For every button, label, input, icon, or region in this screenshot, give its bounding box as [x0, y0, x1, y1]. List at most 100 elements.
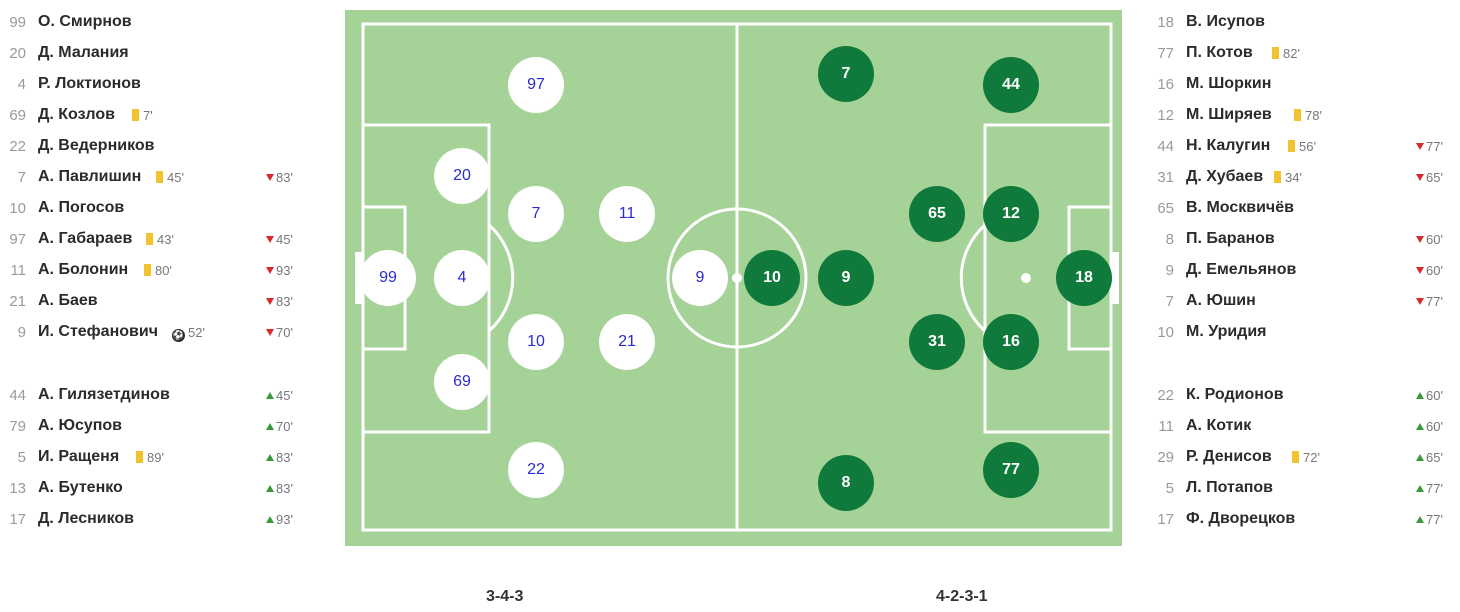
away-player-chip[interactable]: 44	[983, 57, 1039, 113]
arrow-up-icon	[1416, 392, 1424, 399]
player-name[interactable]: Л. Потапов	[1186, 479, 1273, 496]
player-name[interactable]: М. Шоркин	[1186, 75, 1272, 92]
away-player-chip[interactable]: 12	[983, 186, 1039, 242]
player-name[interactable]: Н. Калугин	[1186, 137, 1271, 154]
player-name[interactable]: Д. Лесников	[38, 510, 135, 527]
player-name[interactable]: В. Исупов	[1186, 13, 1266, 30]
home-player-chip[interactable]: 11	[599, 186, 655, 242]
away-player-chip[interactable]: 16	[983, 314, 1039, 370]
away-player-chip[interactable]: 10	[744, 250, 800, 306]
player-name[interactable]: О. Смирнов	[38, 13, 132, 30]
home-player-chip[interactable]: 20	[434, 148, 490, 204]
home-player-chip[interactable]: 97	[508, 57, 564, 113]
sub-minute: 77'	[1426, 139, 1443, 154]
away-starter-row[interactable]: 10 М. Уридия	[1148, 320, 1460, 344]
yellow-card-icon	[1294, 109, 1301, 121]
player-name[interactable]: П. Баранов	[1186, 230, 1275, 247]
home-player-chip[interactable]: 69	[434, 354, 490, 410]
player-name[interactable]: А. Юшин	[1186, 292, 1256, 309]
player-name[interactable]: А. Юсупов	[38, 417, 123, 434]
player-name[interactable]: Д. Малания	[38, 44, 129, 61]
away-player-chip[interactable]: 77	[983, 442, 1039, 498]
substituted-on: 83'	[266, 450, 293, 465]
home-player-chip[interactable]: 99	[360, 250, 416, 306]
home-player-chip[interactable]: 10	[508, 314, 564, 370]
player-name[interactable]: А. Погосов	[38, 199, 125, 216]
player-name[interactable]: А. Габараев	[38, 230, 133, 247]
away-player-chip[interactable]: 18	[1056, 250, 1112, 306]
home-player-chip[interactable]: 7	[508, 186, 564, 242]
player-name[interactable]: Д. Емельянов	[1186, 261, 1297, 278]
away-player-chip[interactable]: 31	[909, 314, 965, 370]
player-name[interactable]: А. Болонин	[38, 261, 129, 278]
player-name[interactable]: Д. Хубаев	[1186, 168, 1264, 185]
arrow-down-icon	[266, 267, 274, 274]
home-formation-label: 3-4-3	[486, 588, 524, 605]
player-name[interactable]: А. Бутенко	[38, 479, 123, 496]
player-name[interactable]: И. Стефанович	[38, 323, 158, 340]
player-name[interactable]: И. Ращеня	[38, 448, 120, 465]
yellow-card-icon	[1292, 451, 1299, 463]
home-starter-row[interactable]: 69 Д. Козлов 7'	[0, 103, 310, 127]
player-name[interactable]: Р. Денисов	[1186, 448, 1272, 465]
home-player-chip[interactable]: 9	[672, 250, 728, 306]
away-player-chip[interactable]: 9	[818, 250, 874, 306]
player-name[interactable]: А. Баев	[38, 292, 98, 309]
arrow-down-icon	[266, 298, 274, 305]
player-name[interactable]: В. Москвичёв	[1186, 199, 1294, 216]
home-player-chip[interactable]: 21	[599, 314, 655, 370]
player-name[interactable]: Д. Ведерников	[38, 137, 155, 154]
player-name[interactable]: К. Родионов	[1186, 386, 1284, 403]
away-player-chip[interactable]: 8	[818, 455, 874, 511]
player-name[interactable]: А. Котик	[1186, 417, 1252, 434]
away-player-chip[interactable]: 65	[909, 186, 965, 242]
substituted-on: 60'	[1416, 388, 1443, 403]
player-name[interactable]: П. Котов	[1186, 44, 1253, 61]
sub-minute: 77'	[1426, 481, 1443, 496]
player-number: 69	[9, 107, 26, 124]
substituted-off: 45'	[266, 232, 293, 247]
player-name[interactable]: Р. Локтионов	[38, 75, 141, 92]
player-number: 10	[1157, 324, 1174, 341]
away-player-chip[interactable]: 7	[818, 46, 874, 102]
player-name[interactable]: М. Ширяев	[1186, 106, 1272, 123]
player-name[interactable]: Д. Козлов	[38, 106, 115, 123]
player-name[interactable]: Ф. Дворецков	[1186, 510, 1296, 527]
home-player-chip[interactable]: 4	[434, 250, 490, 306]
player-name[interactable]: М. Уридия	[1186, 323, 1267, 340]
event-minute: 7'	[143, 108, 153, 123]
home-player-chip[interactable]: 22	[508, 442, 564, 498]
player-name[interactable]: А. Павлишин	[38, 168, 142, 185]
player-name[interactable]: А. Гилязетдинов	[38, 386, 170, 403]
